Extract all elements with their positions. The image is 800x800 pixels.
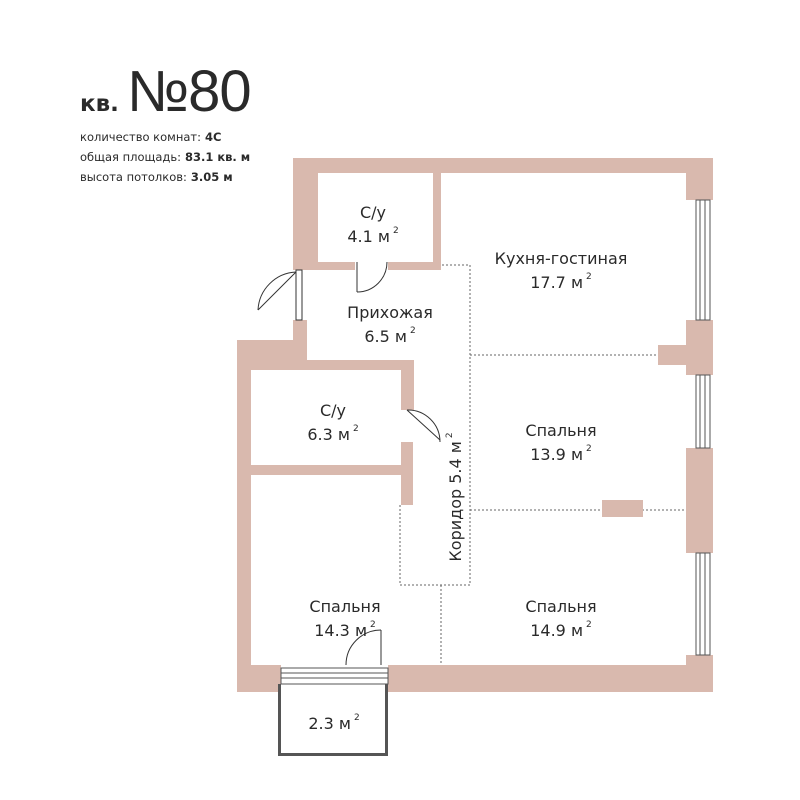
wall [237, 340, 307, 360]
bathroom-2-name: С/у [320, 401, 346, 420]
entrance-door [257, 269, 303, 321]
bedroom-1-name: Спальня [525, 421, 596, 440]
wall [686, 448, 713, 553]
balcony [278, 684, 388, 756]
info-rooms-label: количество комнат: [80, 130, 201, 144]
apartment-number: №80 [126, 59, 252, 124]
corridor-label: Коридор 5.4 м2 [445, 432, 465, 561]
wall [237, 665, 281, 692]
wall [658, 345, 688, 365]
walls [237, 158, 713, 692]
info-area-value: 83.1 кв. м [184, 150, 251, 164]
wall [686, 320, 713, 375]
info-rooms-value: 4С [204, 130, 222, 144]
wall [686, 158, 713, 200]
bedroom-3-name: Спальня [525, 597, 596, 616]
doors [257, 261, 441, 666]
info-height-value: 3.05 м [190, 170, 233, 184]
apartment-prefix: кв. [80, 91, 119, 117]
windows [280, 199, 711, 685]
apartment-info: количество комнат:4С общая площадь:83.1 … [80, 127, 250, 187]
wall [293, 158, 713, 173]
wall [293, 262, 355, 270]
wall [388, 665, 713, 692]
info-area-label: общая площадь: [80, 150, 181, 164]
kitchen-living-name: Кухня-гостиная [495, 249, 628, 268]
wall [602, 500, 643, 517]
bathroom-1-name: С/у [360, 203, 386, 222]
info-height-label: высота потолков: [80, 170, 187, 184]
wall [401, 442, 413, 505]
window-bedroom-3 [695, 552, 711, 656]
window-bedroom-2 [280, 667, 389, 685]
wall [293, 158, 318, 270]
wall [686, 655, 713, 692]
wall [401, 360, 414, 410]
info-height: высота потолков:3.05 м [80, 167, 250, 187]
window-bedroom-1 [695, 374, 711, 449]
wall [388, 262, 440, 270]
info-rooms: количество комнат:4С [80, 127, 250, 147]
wall [251, 360, 414, 370]
wall [251, 465, 413, 475]
apartment-title: кв. №80 [80, 58, 252, 125]
info-area: общая площадь:83.1 кв. м [80, 147, 250, 167]
wall [433, 158, 441, 270]
bathroom-2-door [406, 409, 441, 443]
hallway-name: Прихожая [347, 303, 433, 322]
wall [237, 340, 251, 692]
window-kitchen [695, 199, 711, 321]
bedroom-2-door [345, 629, 382, 666]
bedroom-2-name: Спальня [309, 597, 380, 616]
bathroom-1-door [356, 261, 388, 293]
